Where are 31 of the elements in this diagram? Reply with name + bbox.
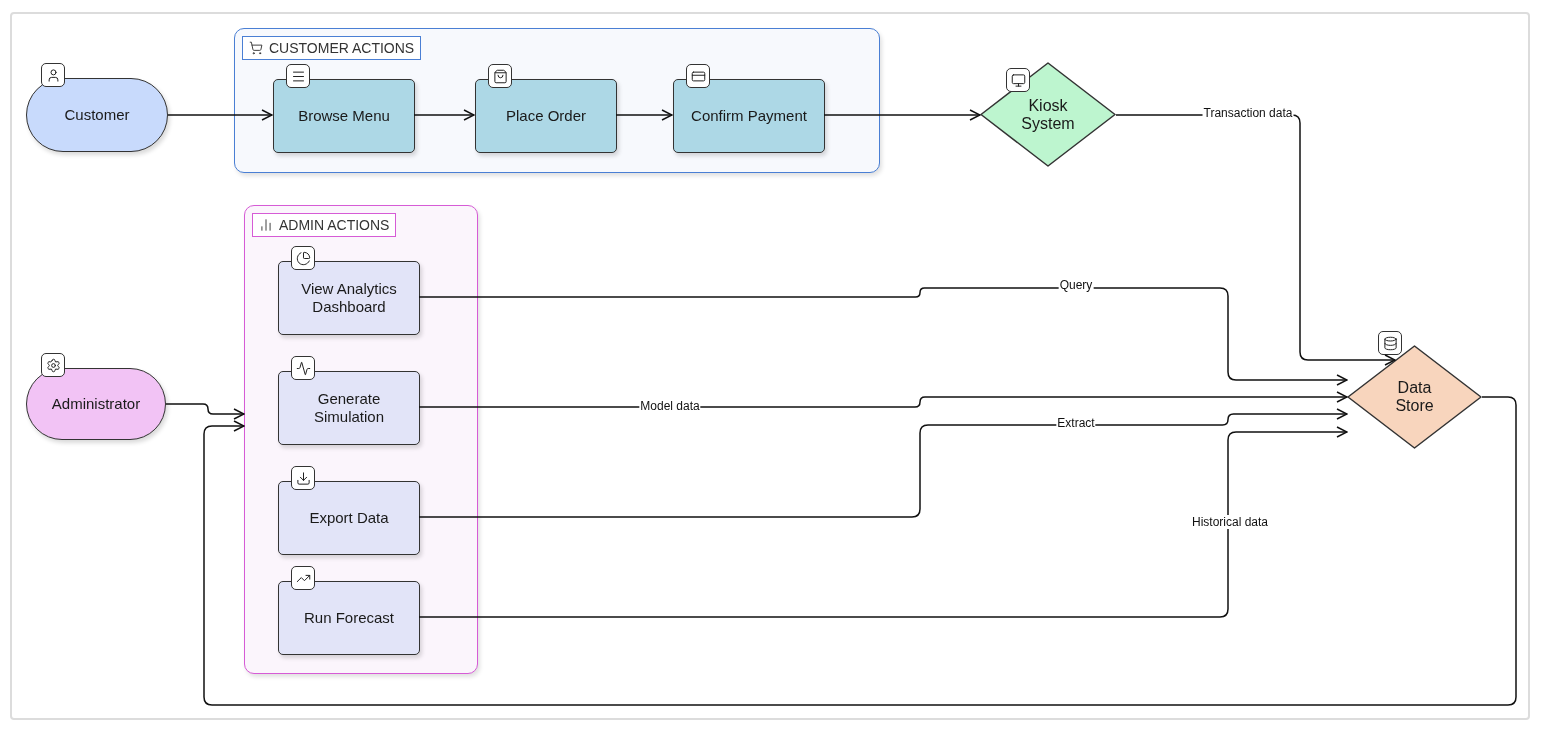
arrow <box>615 109 673 121</box>
edge-label: Extract <box>1056 416 1096 430</box>
arrow <box>203 396 1517 706</box>
arrow <box>413 109 475 121</box>
node-label: Generate Simulation <box>312 390 385 426</box>
edge-label: Query <box>1058 278 1094 292</box>
arrow <box>418 408 1348 518</box>
node-label: Customer <box>64 106 130 124</box>
node-label: Kiosk System <box>1020 96 1076 133</box>
group-title: CUSTOMER ACTIONS <box>269 40 415 56</box>
group-container <box>234 28 880 173</box>
arrow <box>167 109 273 121</box>
decision-diamond <box>980 62 1116 167</box>
arrow <box>418 426 1348 618</box>
node-label: View Analytics Dashboard <box>300 280 398 316</box>
group-title: ADMIN ACTIONS <box>279 217 390 233</box>
node-label: Administrator <box>51 395 141 413</box>
arrow <box>165 403 245 420</box>
node-label: Browse Menu <box>298 107 390 125</box>
edge-label: Historical data <box>1191 515 1269 529</box>
edge-label: Transaction data <box>1202 106 1294 120</box>
arrow <box>418 287 1348 386</box>
arrow <box>823 109 981 121</box>
edge-label: Model data <box>639 399 701 413</box>
node-label: Run Forecast <box>303 609 394 627</box>
arrow <box>418 391 1348 408</box>
group-container <box>244 205 478 674</box>
node-label: Data Store <box>1394 379 1435 415</box>
node-label: Export Data <box>309 509 389 527</box>
node-label: Confirm Payment <box>691 107 807 125</box>
node-label: Place Order <box>505 107 586 125</box>
